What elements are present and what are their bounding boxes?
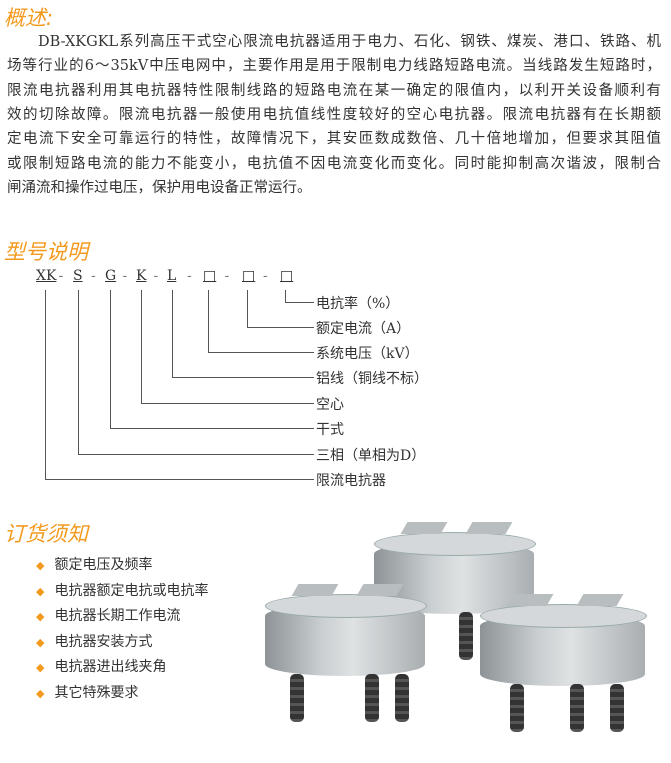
code-separator: - [263, 268, 268, 284]
overview-text-line: 或限制短路电流的能力不能变小，电抗值不因电流变化而变化。同时能抑制高次谐波，限制… [7, 155, 661, 172]
connector-line [285, 290, 286, 302]
model-label-0: 电抗率（%） [316, 296, 400, 312]
connector-line [78, 290, 79, 454]
overview-heading: 概述: [4, 6, 54, 30]
model-label-2: 系统电压（kV） [316, 346, 419, 362]
diamond-bullet-icon: ◆ [36, 686, 45, 700]
connector-line [247, 290, 248, 327]
code-separator: - [122, 268, 128, 284]
model-label-1: 额定电流（A） [316, 321, 411, 337]
order-item: ◆ 电抗器额定电抗或电抗率 [36, 580, 208, 600]
overview-text-line: DB-XKGKL系列高压干式空心限流电抗器适用于电力、石化、钢铁、煤炭、港口、铁… [7, 34, 661, 50]
model-label-4: 空心 [316, 397, 344, 413]
model-code-7: □ [280, 268, 294, 284]
connector-line [172, 290, 173, 377]
order-item: ◆ 其它特殊要求 [36, 682, 138, 702]
diamond-bullet-icon: ◆ [36, 635, 45, 649]
order-heading: 订货须知 [4, 522, 88, 546]
model-label-7: 限流电抗器 [316, 473, 386, 489]
connector-line [247, 327, 314, 328]
model-heading: 型号说明 [4, 240, 88, 264]
connector-line [208, 352, 314, 353]
code-separator: - [58, 268, 64, 284]
model-code-2: G [105, 268, 117, 284]
code-separator: - [153, 268, 159, 284]
model-code-0: XK [36, 268, 57, 284]
connector-line [45, 290, 46, 479]
code-separator: - [224, 268, 230, 284]
order-item: ◆ 电抗器安装方式 [36, 631, 152, 651]
connector-line [285, 302, 314, 303]
diamond-bullet-icon: ◆ [36, 661, 45, 674]
order-item: ◆ 额定电压及频率 [36, 554, 152, 574]
connector-line [172, 377, 314, 378]
overview-text-line: 限流电抗器利用其电抗器特性限制线路的短路电流在某一确定的限值内，以利开关设备顺利… [7, 82, 661, 99]
reactor-coil [480, 594, 647, 740]
order-item-label: 电抗器安装方式 [54, 633, 153, 650]
connector-line [141, 290, 142, 403]
order-item-label: 电抗器长期工作电流 [54, 608, 181, 624]
order-item-label: 额定电压及频率 [54, 557, 153, 573]
diamond-bullet-icon: ◆ [36, 610, 45, 623]
model-code-6: □ [242, 268, 256, 284]
code-separator: - [187, 268, 192, 284]
model-label-3: 铝线（铜线不标） [316, 371, 428, 387]
model-label-5: 干式 [316, 422, 344, 438]
order-item: ◆ 电抗器长期工作电流 [36, 605, 180, 625]
connector-line [208, 290, 209, 352]
order-item-label: 其它特殊要求 [54, 684, 139, 701]
overview-text-line: 场等行业的6～35kV中压电网中，主要作用是用于限制电力线路短路电流。当线路发生… [7, 58, 661, 75]
order-item: ◆ 电抗器进出线夹角 [36, 656, 166, 676]
model-label-6: 三相（单相为D） [316, 448, 426, 464]
connector-line [78, 454, 314, 455]
model-code-3: K [136, 268, 147, 284]
reactor-coil [265, 584, 427, 730]
overview-text-line: 效的切除故障。限流电抗器一般使用电抗值线性度较好的空心电抗器。限流电抗器有在长期… [7, 106, 661, 123]
code-separator: - [91, 268, 96, 284]
connector-line [110, 428, 314, 429]
diamond-bullet-icon: ◆ [36, 559, 45, 572]
model-code-1: S [73, 268, 83, 284]
connector-line [141, 403, 314, 404]
overview-text-line: 闸涌流和操作过电压，保护用电设备正常运行。 [7, 179, 312, 196]
connector-line [110, 290, 111, 428]
order-item-label: 电抗器额定电抗或电抗率 [54, 582, 209, 599]
overview-text-line: 定电流下安全可靠运行的特性，故障情况下，其安匝数成数倍、几十倍地增加，但要求其阻… [7, 131, 661, 148]
order-item-label: 电抗器进出线夹角 [54, 659, 167, 675]
diamond-bullet-icon: ◆ [36, 584, 45, 598]
connector-line [45, 479, 314, 480]
model-code-5: □ [203, 268, 217, 284]
model-code-4: L [167, 268, 177, 284]
